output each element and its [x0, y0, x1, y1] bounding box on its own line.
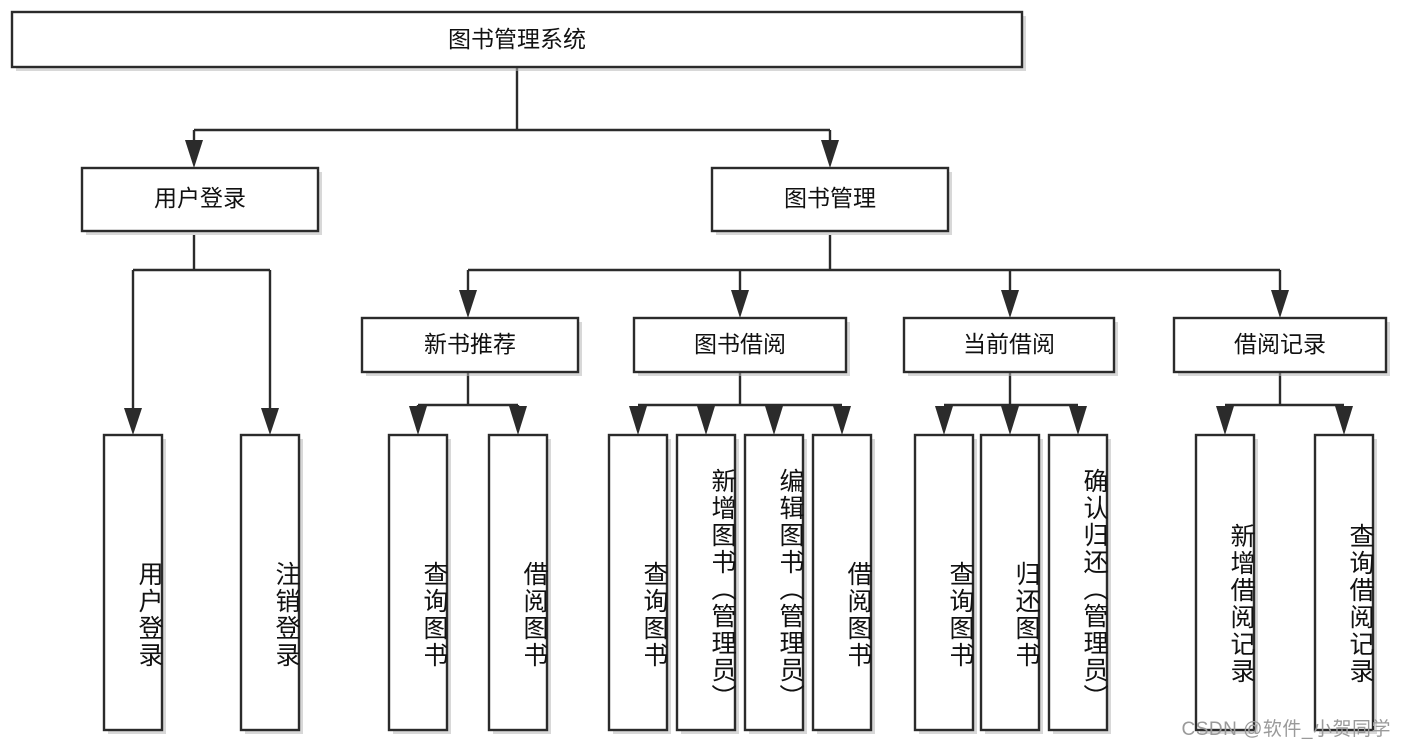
arrow-cb-leaf-1 [935, 406, 953, 435]
arrow-bm-to-book-borrow [731, 290, 749, 318]
node-root-box[interactable] [10, 10, 1024, 69]
node-borrow-record-box[interactable] [1172, 316, 1388, 374]
node-leaf-user-login-2[interactable] [239, 433, 301, 732]
node-leaf-book-borrow-4[interactable] [811, 433, 873, 732]
node-leaf-user-login-1[interactable] [102, 433, 164, 732]
connector-group-book-manage [459, 235, 1289, 318]
arrow-bb-leaf-1 [629, 406, 647, 435]
node-new-book-box[interactable] [360, 316, 580, 374]
arrow-bm-to-borrow-record [1271, 290, 1289, 318]
node-book-borrow-label: 图书借阅 [694, 331, 786, 357]
node-book-borrow-box[interactable] [632, 316, 848, 374]
arrow-bm-to-new-book [459, 290, 477, 318]
arrow-bm-to-current-borrow [1001, 290, 1019, 318]
connector-group-book-borrow [629, 372, 851, 435]
arrow-br-leaf-2 [1335, 406, 1353, 435]
arrow-user-login-leaf-2 [261, 408, 279, 435]
connector-group-root [185, 67, 839, 168]
node-leaf-new-book-1[interactable] [387, 433, 449, 732]
arrow-bb-leaf-2 [697, 406, 715, 435]
node-leaf-book-borrow-1[interactable] [607, 433, 669, 732]
arrow-bb-leaf-3 [765, 406, 783, 435]
connector-group-new-book [409, 372, 527, 435]
node-root-label: 图书管理系统 [448, 26, 586, 52]
node-leaf-current-borrow-1[interactable] [913, 433, 975, 732]
arrow-root-to-user-login [185, 140, 203, 168]
arrow-nb-leaf-2 [509, 406, 527, 435]
node-leaf-borrow-record-1[interactable] [1194, 433, 1256, 732]
arrow-nb-leaf-1 [409, 406, 427, 435]
node-leaf-new-book-2[interactable] [487, 433, 549, 732]
node-leaf-current-borrow-2[interactable] [979, 433, 1041, 732]
arrow-user-login-leaf-1 [124, 408, 142, 435]
arrow-cb-leaf-2 [1001, 406, 1019, 435]
node-leaf-borrow-record-2[interactable] [1313, 433, 1375, 732]
node-borrow-record-label: 借阅记录 [1234, 331, 1326, 357]
node-new-book-label: 新书推荐 [424, 331, 516, 357]
arrow-bb-leaf-4 [833, 406, 851, 435]
node-leaf-current-borrow-3[interactable] [1047, 433, 1109, 732]
arrow-br-leaf-1 [1216, 406, 1234, 435]
csdn-watermark: CSDN @软件_小贺同学 [1181, 719, 1391, 740]
node-user-login-label: 用户登录 [154, 185, 246, 211]
node-user-login-box[interactable] [80, 166, 320, 233]
node-current-borrow-label: 当前借阅 [963, 331, 1055, 357]
node-book-manage-box[interactable] [710, 166, 950, 233]
node-leaf-book-borrow-2[interactable] [675, 433, 737, 732]
node-leaf-book-borrow-3[interactable] [743, 433, 805, 732]
node-current-borrow-box[interactable] [902, 316, 1116, 374]
connector-group-current-borrow [935, 372, 1087, 435]
connector-group-borrow-record [1216, 372, 1353, 435]
arrow-cb-leaf-3 [1069, 406, 1087, 435]
connector-group-user-login [124, 235, 279, 435]
node-book-manage-label: 图书管理 [784, 185, 876, 211]
arrow-root-to-book-manage [821, 140, 839, 168]
